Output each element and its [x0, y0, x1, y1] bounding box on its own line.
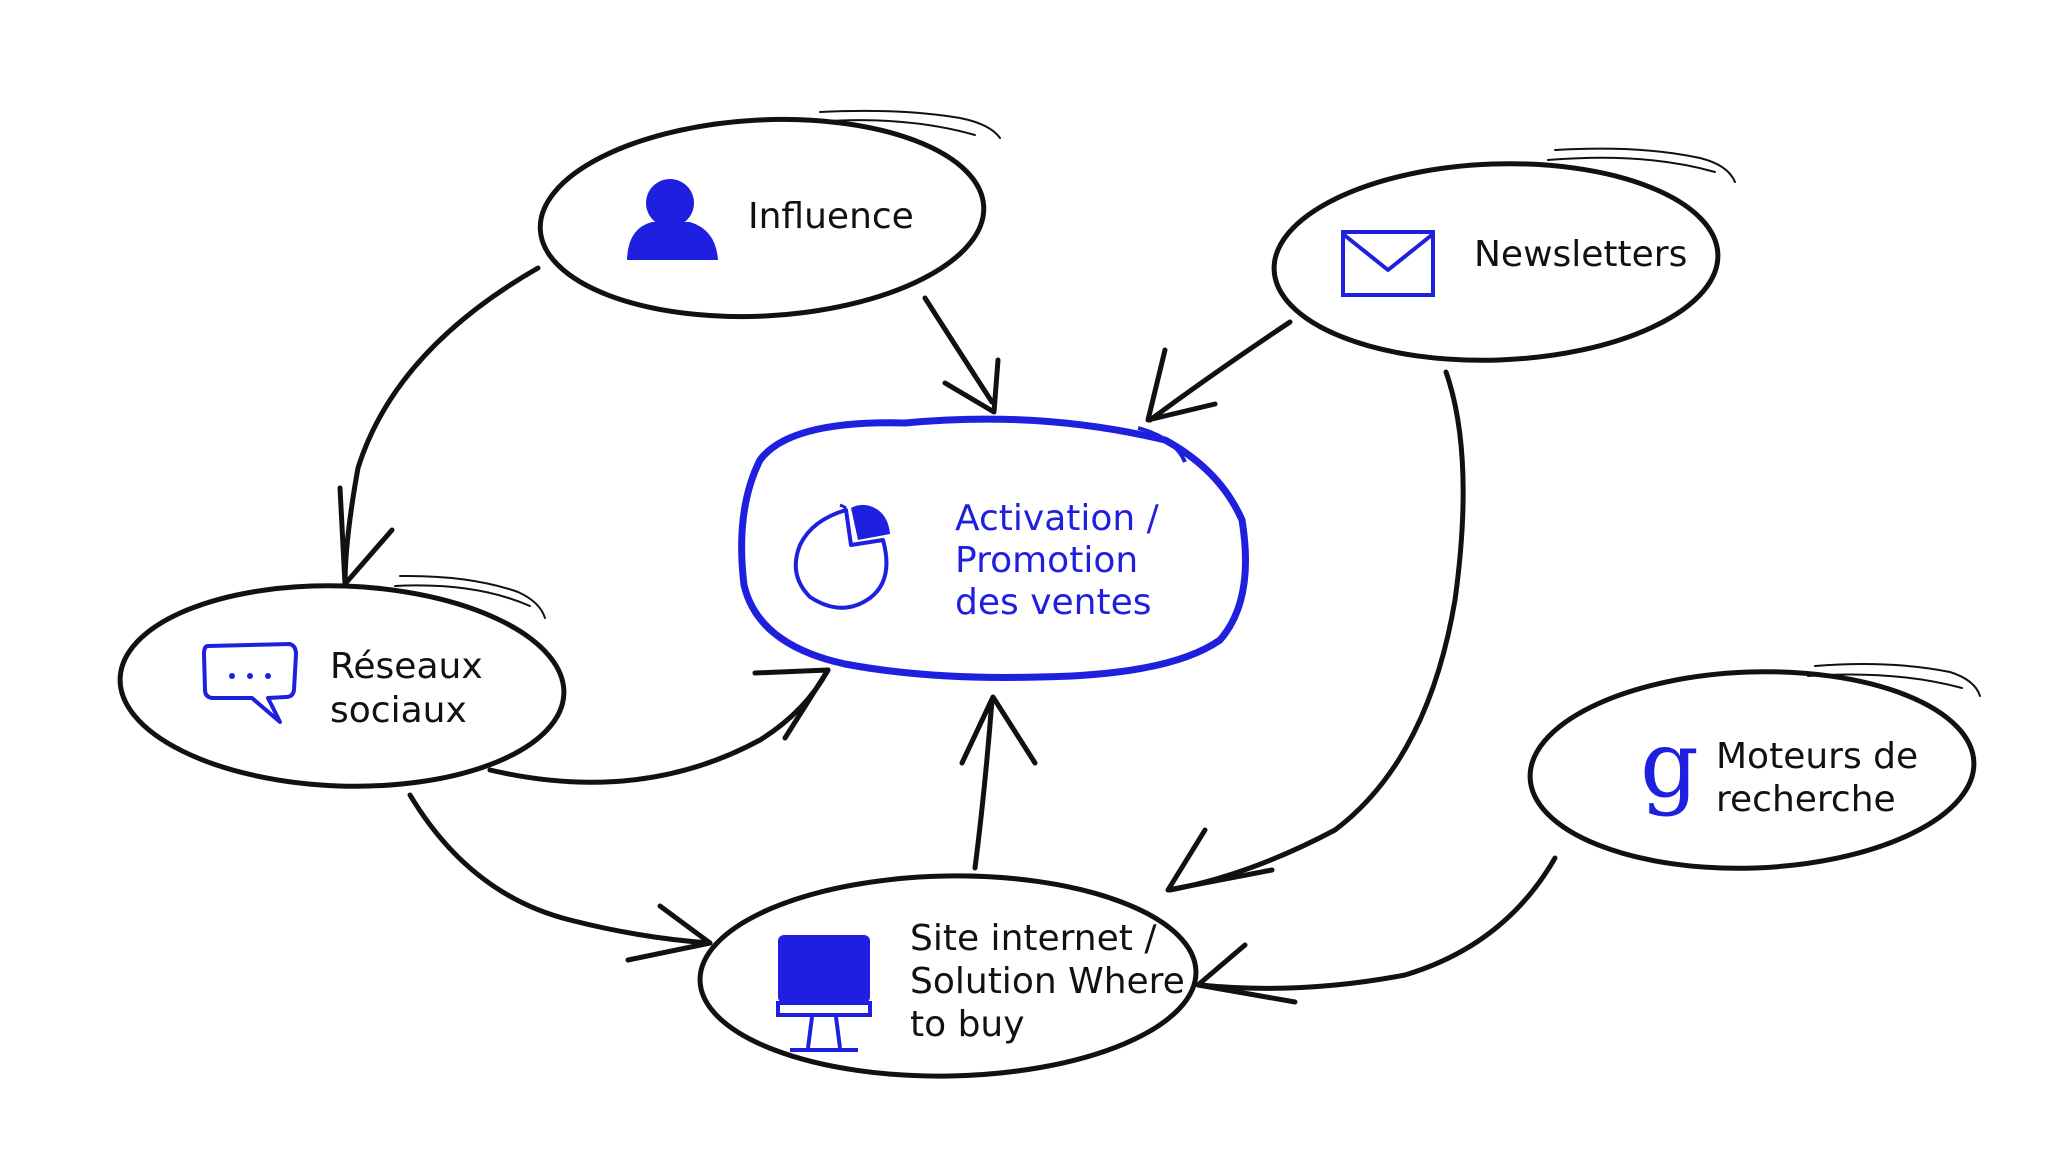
- monitor-icon: [776, 935, 872, 1052]
- node-moteurs-label: Moteurs de recherche: [1716, 736, 1930, 820]
- arrow-influence-to-reseaux: [337, 265, 541, 588]
- svg-text:g: g: [1640, 711, 1699, 818]
- node-influence: Influence: [537, 109, 1001, 320]
- arrow-reseaux-to-activation: [487, 667, 831, 785]
- chat-bubble-icon: [202, 642, 298, 724]
- connectors: [337, 265, 1558, 1005]
- envelope-icon: [1341, 230, 1435, 297]
- node-reseaux: Réseaux sociaux: [117, 574, 567, 789]
- node-activation-label: Activation / Promotion des ventes: [955, 498, 1170, 623]
- arrow-moteurs-to-site: [1195, 855, 1558, 1005]
- arrow-site-to-activation: [959, 694, 1038, 871]
- arrow-influence-to-activation: [922, 295, 1001, 415]
- node-moteurs: g Moteurs de recherche: [1527, 663, 1981, 871]
- node-reseaux-label: Réseaux sociaux: [330, 646, 494, 731]
- person-icon: [627, 179, 718, 260]
- google-g-icon: g: [1640, 711, 1699, 818]
- node-site-label: Site internet / Solution Where to buy: [910, 918, 1196, 1045]
- node-newsletters: Newsletters: [1271, 147, 1736, 363]
- node-newsletters-label: Newsletters: [1474, 234, 1687, 275]
- arrow-newsletters-to-activation: [1145, 319, 1293, 423]
- node-activation-center: Activation / Promotion des ventes: [738, 415, 1249, 681]
- pie-chart-icon: [793, 503, 890, 610]
- arrow-reseaux-to-site: [407, 792, 713, 963]
- node-site: Site internet / Solution Where to buy: [697, 873, 1199, 1079]
- arrow-newsletters-to-site: [1165, 369, 1466, 893]
- node-influence-label: Influence: [748, 196, 914, 237]
